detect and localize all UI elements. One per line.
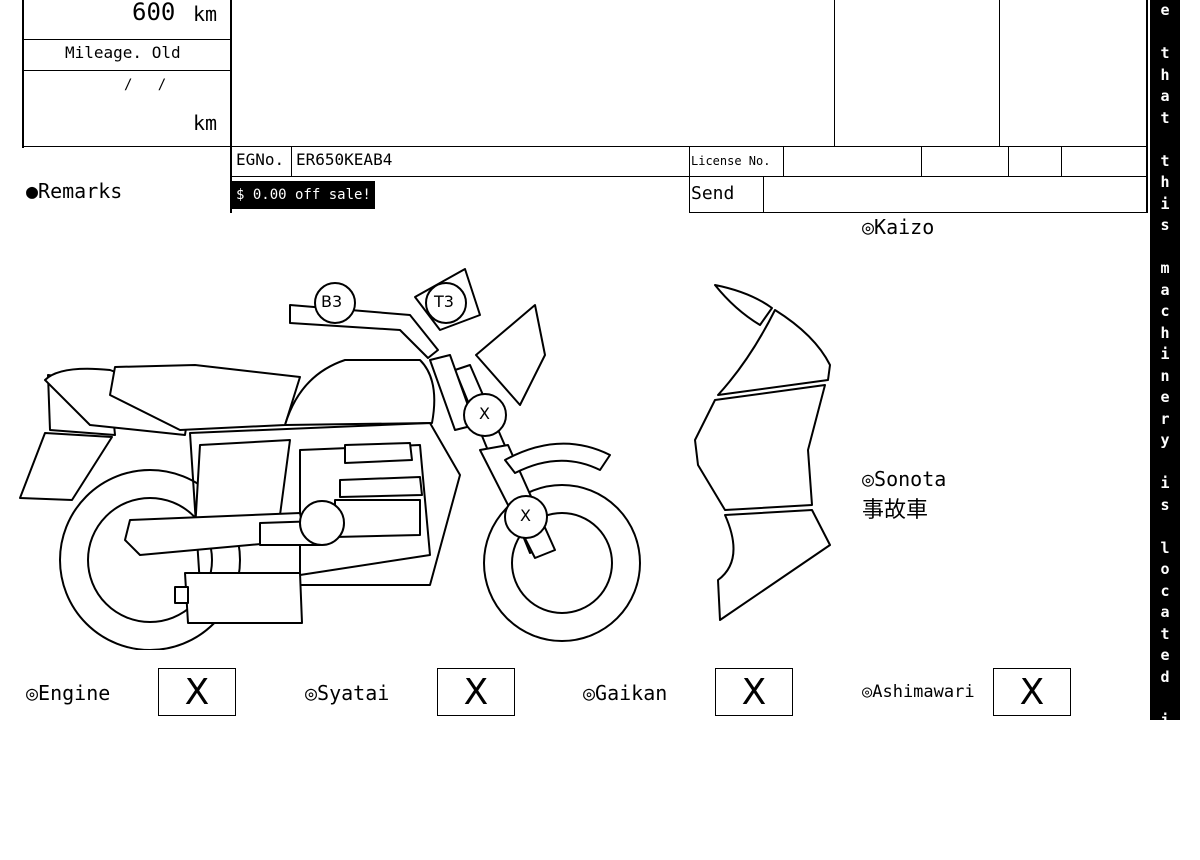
- side-banner-char: y: [1160, 430, 1169, 452]
- side-banner-char: i: [1160, 194, 1169, 216]
- side-banner-char: a: [1160, 86, 1169, 108]
- rating-ashimawari-box: X: [993, 668, 1071, 716]
- side-banner-char: s: [1160, 839, 1169, 860]
- side-banner-char: n: [1160, 366, 1169, 388]
- side-banner-char: e: [1160, 0, 1169, 22]
- mileage-current-unit: km: [193, 4, 217, 24]
- rating-engine-label: ◎Engine: [26, 683, 110, 703]
- rating-gaikan-box: X: [715, 668, 793, 716]
- remarks-label: ●Remarks: [26, 181, 122, 201]
- side-banner-char: n: [1160, 731, 1169, 753]
- side-banner-char: i: [1160, 473, 1169, 495]
- mark-x-fork-bottom: X: [520, 508, 531, 524]
- table-line: [1061, 146, 1062, 177]
- side-banner-char: o: [1160, 559, 1169, 581]
- license-label: License No.: [691, 155, 770, 167]
- table-line: [689, 212, 1148, 213]
- side-banner-char: B: [1160, 774, 1169, 796]
- mark-b3: B3: [321, 294, 342, 310]
- side-banner-char: h: [1160, 65, 1169, 87]
- side-banner-char: t: [1160, 151, 1169, 173]
- top-view-diagram: [690, 280, 840, 630]
- mark-x-fork-top: X: [479, 406, 490, 422]
- kaizo-label: ◎Kaizo: [862, 217, 934, 237]
- engine-no-value: ER650KEAB4: [296, 152, 392, 168]
- table-line: [834, 0, 835, 147]
- side-banner-char: h: [1160, 323, 1169, 345]
- side-banner-char: a: [1160, 796, 1169, 818]
- rating-ashimawari-label: ◎Ashimawari: [862, 684, 975, 701]
- rating-syatai-box: X: [437, 668, 515, 716]
- sale-badge: $ 0.00 off sale!: [232, 181, 375, 209]
- side-banner-char: s: [1160, 215, 1169, 237]
- side-banner-char: t: [1160, 108, 1169, 130]
- side-banner-char: [1160, 688, 1169, 710]
- sonota-label: ◎Sonota: [862, 469, 946, 489]
- table-line: [921, 146, 922, 177]
- motorcycle-diagram: [0, 255, 660, 650]
- table-line: [22, 39, 232, 40]
- table-line: [291, 146, 292, 177]
- side-banner-char: a: [1160, 280, 1169, 302]
- mileage-old-unit: km: [193, 113, 217, 133]
- table-line: [22, 0, 24, 148]
- sonota-value: 事故車: [862, 500, 928, 522]
- table-line: [763, 177, 764, 213]
- mileage-old-date: / /: [124, 78, 166, 92]
- side-banner-char: y: [1160, 817, 1169, 839]
- table-line: [1008, 146, 1009, 177]
- send-label: Send: [691, 185, 734, 203]
- side-banner-char: t: [1160, 43, 1169, 65]
- side-banner-char: h: [1160, 172, 1169, 194]
- side-banner-char: [1160, 237, 1169, 259]
- side-banner-char: [1160, 753, 1169, 775]
- mileage-old-label: Mileage. Old: [65, 45, 181, 61]
- side-banner-char: a: [1160, 602, 1169, 624]
- side-banner-char: i: [1160, 344, 1169, 366]
- table-line: [22, 70, 232, 71]
- mark-t3: T3: [434, 294, 454, 310]
- side-banner-char: l: [1160, 538, 1169, 560]
- side-banner-char: [1160, 129, 1169, 151]
- side-banner-char: m: [1160, 258, 1169, 280]
- side-banner-char: [1160, 452, 1169, 474]
- table-line: [999, 0, 1000, 147]
- side-banner-char: d: [1160, 667, 1169, 689]
- side-banner-char: e: [1160, 387, 1169, 409]
- side-banner-char: r: [1160, 409, 1169, 431]
- rating-engine-box: X: [158, 668, 236, 716]
- side-banner-char: [1160, 516, 1169, 538]
- side-banner-char: [1160, 22, 1169, 44]
- mileage-current-value: 600: [132, 0, 175, 24]
- table-line: [22, 146, 1148, 147]
- engine-no-label: EGNo.: [236, 152, 284, 168]
- rating-gaikan-label: ◎Gaikan: [583, 683, 667, 703]
- table-line: [1146, 0, 1148, 213]
- side-banner-char: c: [1160, 301, 1169, 323]
- side-banner-char: i: [1160, 710, 1169, 732]
- side-banner-char: t: [1160, 624, 1169, 646]
- side-banner-char: e: [1160, 645, 1169, 667]
- rating-syatai-label: ◎Syatai: [305, 683, 389, 703]
- side-banner-char: c: [1160, 581, 1169, 603]
- table-line: [689, 146, 690, 213]
- table-line: [783, 146, 784, 177]
- side-banner-char: s: [1160, 495, 1169, 517]
